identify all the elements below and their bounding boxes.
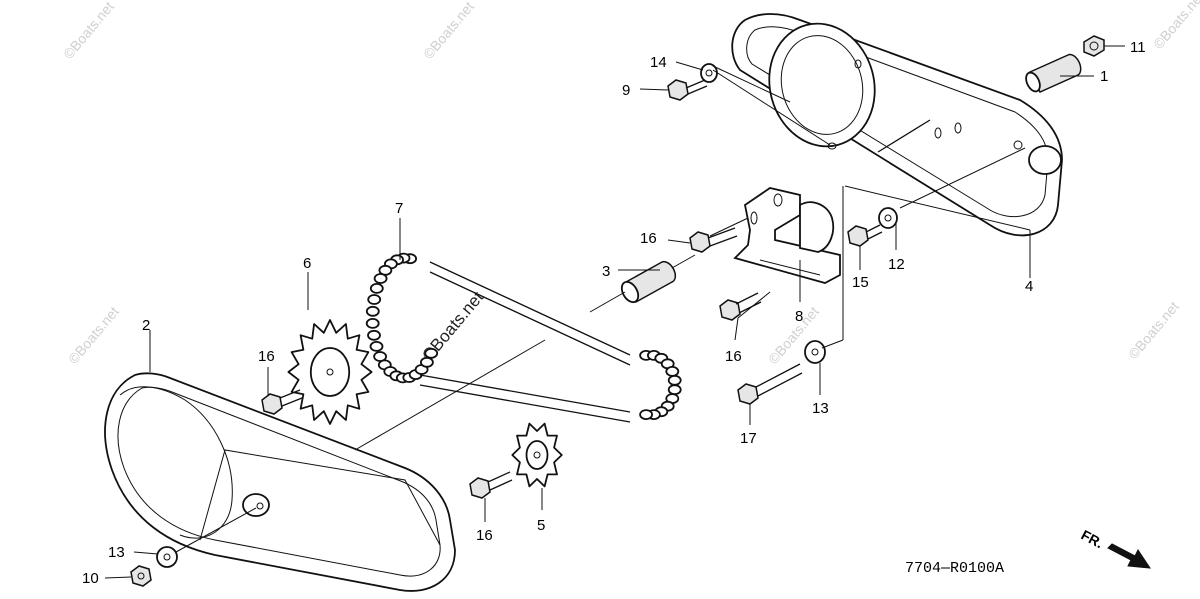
callout-16-sprocket: 16 xyxy=(258,348,275,365)
watermark: ©Boats.net xyxy=(420,0,477,62)
collar-part-1 xyxy=(1025,53,1082,93)
callout-17: 17 xyxy=(740,430,757,447)
callout-4: 4 xyxy=(1025,278,1033,295)
front-label: FR. xyxy=(1079,527,1106,552)
callout-5: 5 xyxy=(537,517,545,534)
callout-12: 12 xyxy=(888,256,905,273)
washer-part-13-right xyxy=(804,340,826,364)
callout-8: 8 xyxy=(795,308,803,325)
nut-part-11 xyxy=(1083,35,1105,57)
washer-part-12 xyxy=(878,207,898,229)
callout-1: 1 xyxy=(1100,68,1108,85)
callout-9: 9 xyxy=(622,82,630,99)
watermark: ©Boats.net xyxy=(65,303,122,367)
callout-10: 10 xyxy=(82,570,99,587)
stud-line xyxy=(877,119,931,153)
callout-16-small-sprocket: 16 xyxy=(476,527,493,544)
bolt-part-16-lower xyxy=(719,292,762,321)
sprocket-hub xyxy=(525,440,549,470)
callout-16-lower: 16 xyxy=(725,348,742,365)
chain-case-front xyxy=(104,372,456,592)
watermark: ©Boats.net xyxy=(1125,298,1182,362)
chain-link xyxy=(365,317,380,329)
callout-15: 15 xyxy=(852,274,869,291)
chain-link xyxy=(424,347,439,359)
sprocket-part-6 xyxy=(287,319,373,425)
nut-part-10 xyxy=(130,565,152,587)
bolt-part-17 xyxy=(737,363,803,405)
callout-16-bracket: 16 xyxy=(640,230,657,247)
callout-11: 11 xyxy=(1130,39,1146,56)
chain-link xyxy=(367,294,382,305)
callout-13-left: 13 xyxy=(108,544,125,561)
callout-14: 14 xyxy=(650,54,667,71)
bolt-part-16-sprocket xyxy=(261,389,303,415)
callouts: 1 2 3 4 5 6 7 8 9 10 11 12 13 13 14 15 1… xyxy=(82,39,1146,587)
chain-run xyxy=(419,374,631,423)
callout-7: 7 xyxy=(395,200,403,217)
chain-case-rear xyxy=(731,13,1063,237)
chain-link xyxy=(667,374,682,386)
chain-link xyxy=(367,329,381,341)
sprocket-hub xyxy=(309,347,351,397)
sprocket-part-5 xyxy=(511,422,563,488)
callout-3: 3 xyxy=(602,263,610,280)
bolt-part-16-bracket xyxy=(689,227,738,253)
leader-lines xyxy=(104,45,1125,579)
chain-link xyxy=(667,384,682,396)
chain-run xyxy=(429,261,631,366)
watermark: ©Boats.net xyxy=(1150,0,1200,52)
bolt-part-16-small-sprocket xyxy=(469,471,513,499)
bolt-part-15 xyxy=(847,224,883,247)
diagram-code: 7704—R0100A xyxy=(905,560,1004,577)
sprocket-bore xyxy=(533,451,541,459)
front-direction-arrow: FR. xyxy=(1079,527,1151,569)
sprocket-bore xyxy=(326,368,334,376)
chain-link xyxy=(373,273,388,284)
washer-part-13-left xyxy=(156,546,178,568)
collar-part-3 xyxy=(620,260,677,304)
chain-link xyxy=(639,409,653,421)
chain-link xyxy=(419,356,434,368)
watermark: ©Boats.net xyxy=(60,0,117,62)
chain-link xyxy=(665,365,680,377)
chain-part-7 xyxy=(365,252,682,423)
bracket-part-8 xyxy=(733,187,841,284)
chain-link xyxy=(369,282,384,294)
chain-link xyxy=(365,305,380,317)
callout-2: 2 xyxy=(142,317,150,334)
callout-6: 6 xyxy=(303,255,311,272)
callout-13-right: 13 xyxy=(812,400,829,417)
chain-link xyxy=(369,340,384,352)
bolt-part-9 xyxy=(667,79,708,101)
